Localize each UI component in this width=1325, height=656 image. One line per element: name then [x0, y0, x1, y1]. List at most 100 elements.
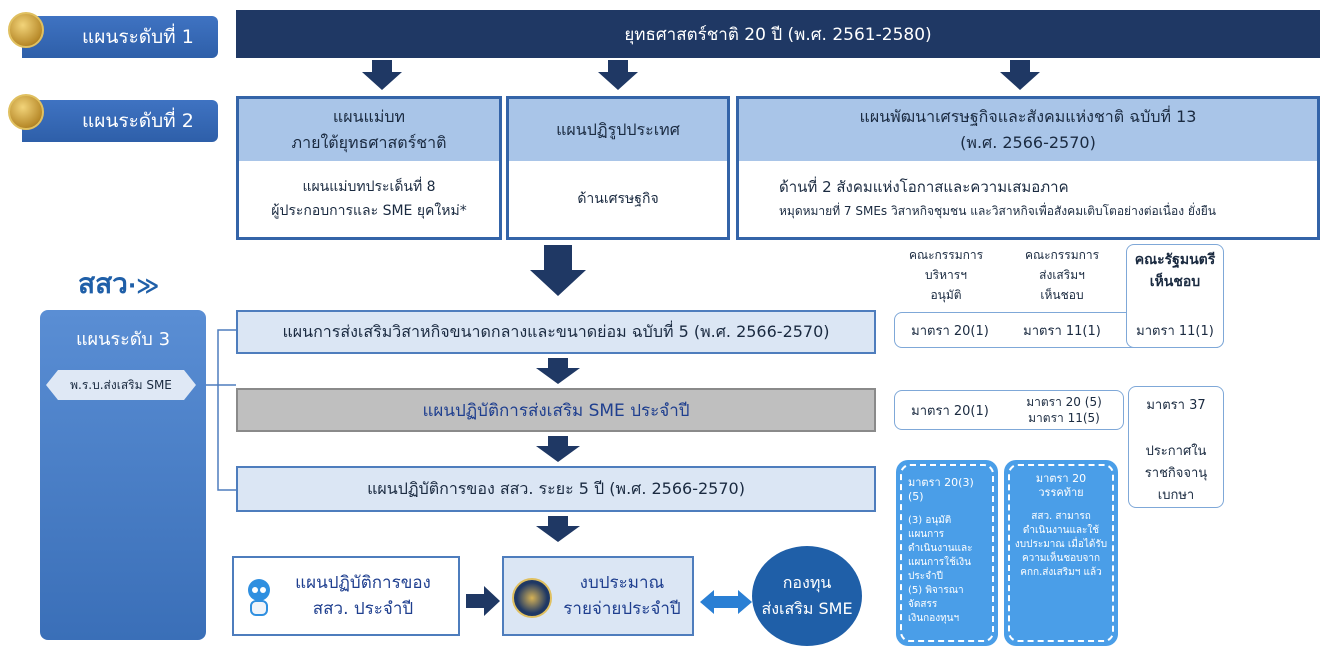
reform-plan-box: แผนปฏิรูปประเทศ ด้านเศรษฐกิจ [506, 96, 730, 240]
budget-line1: งบประมาณ [579, 573, 665, 593]
masterplan-title: แผนแม่บท [332, 107, 406, 126]
section-20-1-label: มาตรา 20(1) [911, 323, 989, 339]
sme-plan-5-label: แผนการส่งเสริมวิสาหกิจขนาดกลางและขนาดย่อ… [282, 321, 830, 341]
note-1-line2: ดำเนินงานและ [908, 543, 973, 554]
seal-icon [8, 12, 44, 48]
logo-text: สสว [78, 267, 128, 300]
promo-line3: เห็นชอบ [1040, 288, 1084, 302]
osmep-logo: สสว·≫ [78, 262, 159, 306]
arrow-down-icon [362, 60, 402, 90]
osmep-annual-text: แผนปฏิบัติการของ สสว. ประจำปี [295, 570, 431, 622]
board-line3: อนุมัติ [930, 288, 962, 302]
arrow-down-icon [536, 436, 580, 462]
note-box-2: มาตรา 20 วรรคท้าย สสว. สามารถ ดำเนินงานแ… [1004, 460, 1118, 646]
masterplan-issue-name: ผู้ประกอบการและ SME ยุคใหม่* [271, 203, 467, 219]
budget-text: งบประมาณ รายจ่ายประจำปี [563, 570, 680, 622]
note-1-line5: (5) พิจารณาจัดสรร [908, 585, 964, 610]
sme-plan-5-bar: แผนการส่งเสริมวิสาหกิจขนาดกลางและขนาดย่อ… [236, 310, 876, 354]
budget-seal-icon [512, 578, 552, 618]
cabinet-line1: คณะรัฐมนตรี [1134, 252, 1216, 268]
masterplan-header: แผนแม่บท ภายใต้ยุทธศาสตร์ชาติ [239, 99, 499, 161]
fund-line2: ส่งเสริม SME [761, 599, 853, 618]
level3-tab: แผนระดับ 3 [40, 320, 206, 356]
annual-plan-bar: แผนปฏิบัติการส่งเสริม SME ประจำปี [236, 388, 876, 432]
level2-tab-label: แผนระดับที่ 2 [82, 110, 194, 132]
arrow-down-icon [1000, 60, 1040, 90]
section-20-1: มาตรา 20(1) [898, 318, 1002, 342]
chevron-right-icon: ·≫ [127, 274, 160, 299]
arrow-down-icon [536, 516, 580, 542]
masterplan-body: แผนแม่บทประเด็นที่ 8 ผู้ประกอบการและ SME… [239, 161, 499, 237]
ned-header: แผนพัฒนาเศรษฐกิจและสังคมแห่งชาติ ฉบับที่… [739, 99, 1317, 161]
note-2-line2: ดำเนินงานและใช้ [1022, 525, 1100, 536]
cabinet-line2: เห็นชอบ [1149, 274, 1201, 290]
note-2-title1: มาตรา 20 [1035, 472, 1087, 485]
section-20-5-11-5: มาตรา 20 (5) มาตรา 11(5) [1014, 392, 1114, 428]
masterplan-issue: แผนแม่บทประเด็นที่ 8 [302, 179, 436, 195]
note-2-title2: วรรคท้าย [1038, 486, 1084, 499]
budget-line2: รายจ่ายประจำปี [563, 599, 681, 619]
note-2-content: มาตรา 20 วรรคท้าย สสว. สามารถ ดำเนินงานแ… [1008, 464, 1114, 642]
note-1-title: มาตรา 20(3)(5) [908, 476, 974, 503]
national-strategy-bar: ยุทธศาสตร์ชาติ 20 ปี (พ.ศ. 2561-2580) [236, 10, 1320, 58]
reform-title: แผนปฏิรูปประเทศ [556, 120, 680, 139]
section-37-label: มาตรา 37 [1146, 398, 1206, 413]
sme-act-label: พ.ร.บ.ส่งเสริม SME [70, 377, 172, 392]
masterplan-box: แผนแม่บท ภายใต้ยุทธศาสตร์ชาติ แผนแม่บทปร… [236, 96, 502, 240]
section-11-1-label: มาตรา 11(1) [1023, 323, 1101, 339]
level1-tab-label: แผนระดับที่ 1 [82, 26, 194, 48]
ned-period: (พ.ศ. 2566-2570) [960, 133, 1096, 152]
ned-title: แผนพัฒนาเศรษฐกิจและสังคมแห่งชาติ ฉบับที่… [859, 107, 1197, 126]
section-11-1: มาตรา 11(1) [1014, 318, 1110, 342]
section-11-1-cabinet: มาตรา 11(1) [1128, 318, 1222, 342]
ned-area: ด้านที่ 2 สังคมแห่งโอกาสและความเสมอภาค [779, 178, 1069, 196]
approval-panel-2 [894, 390, 1124, 430]
arrow-right-icon [466, 586, 500, 616]
section-11-5-label: มาตรา 11(5) [1028, 411, 1100, 425]
note-1-content: มาตรา 20(3)(5) (3) อนุมัติแผนการ ดำเนินง… [900, 464, 994, 642]
board-approval-label: คณะกรรมการ บริหารฯ อนุมัติ [896, 242, 996, 308]
promo-line1: คณะกรรมการ [1024, 248, 1100, 262]
sme-act-badge: พ.ร.บ.ส่งเสริม SME [46, 370, 196, 400]
arrow-down-icon [598, 60, 638, 90]
section-20-1b-label: มาตรา 20(1) [911, 403, 989, 419]
budget-box: งบประมาณ รายจ่ายประจำปี [502, 556, 694, 636]
national-strategy-label: ยุทธศาสตร์ชาติ 20 ปี (พ.ศ. 2561-2580) [624, 24, 932, 45]
cabinet-panel: คณะรัฐมนตรี เห็นชอบ [1126, 244, 1224, 348]
level2-tab: แผนระดับที่ 2 [22, 100, 218, 142]
ned-body: ด้านที่ 2 สังคมแห่งโอกาสและความเสมอภาค ห… [739, 161, 1317, 237]
section-20-1b: มาตรา 20(1) [898, 398, 1002, 422]
note-1-line1: (3) อนุมัติแผนการ [908, 515, 952, 540]
note-2-line5: คกก.ส่งเสริมฯ แล้ว [1020, 567, 1102, 578]
level3-panel [40, 310, 206, 640]
sme-fund-circle: กองทุน ส่งเสริม SME [752, 546, 862, 646]
reform-body: ด้านเศรษฐกิจ [509, 161, 727, 237]
promotion-approval-label: คณะกรรมการ ส่งเสริมฯ เห็นชอบ [1010, 242, 1114, 308]
osmep-annual-line2: สสว. ประจำปี [312, 599, 414, 619]
board-line2: บริหารฯ [925, 268, 967, 282]
promo-line2: ส่งเสริมฯ [1039, 268, 1085, 282]
osmep-5yr-label: แผนปฏิบัติการของ สสว. ระยะ 5 ปี (พ.ศ. 25… [367, 478, 745, 498]
section-20-5-label: มาตรา 20 (5) [1026, 395, 1102, 409]
seal-icon [8, 94, 44, 130]
note-1-line3: แผนการใช้เงิน [908, 557, 971, 568]
level3-tab-label: แผนระดับ 3 [75, 328, 171, 350]
gazette-panel: มาตรา 37 ประกาศใน ราชกิจจานุเบกษา [1128, 386, 1224, 508]
ned-milestone: หมุดหมายที่ 7 SMEs วิสาหกิจชุมชน และวิสา… [779, 204, 1216, 218]
ned-plan-box: แผนพัฒนาเศรษฐกิจและสังคมแห่งชาติ ฉบับที่… [736, 96, 1320, 240]
gazette-line2: ราชกิจจานุเบกษา [1144, 466, 1208, 503]
gazette-line1: ประกาศใน [1145, 444, 1207, 459]
arrow-down-icon [530, 245, 586, 296]
reform-area: ด้านเศรษฐกิจ [577, 191, 659, 207]
note-2-line4: ความเห็นชอบจาก [1021, 553, 1101, 564]
annual-plan-label: แผนปฏิบัติการส่งเสริม SME ประจำปี [422, 400, 690, 421]
osmep-annual-line1: แผนปฏิบัติการของ [295, 573, 431, 593]
fund-line1: กองทุน [782, 573, 832, 592]
mascot-icon [242, 576, 276, 618]
note-2-line1: สสว. สามารถ [1031, 511, 1091, 522]
section-11-1b-label: มาตรา 11(1) [1136, 323, 1214, 339]
level1-tab: แผนระดับที่ 1 [22, 16, 218, 58]
arrow-down-icon [536, 358, 580, 384]
board-line1: คณะกรรมการ [908, 248, 984, 262]
note-1-line4: ประจำปี [908, 571, 943, 582]
